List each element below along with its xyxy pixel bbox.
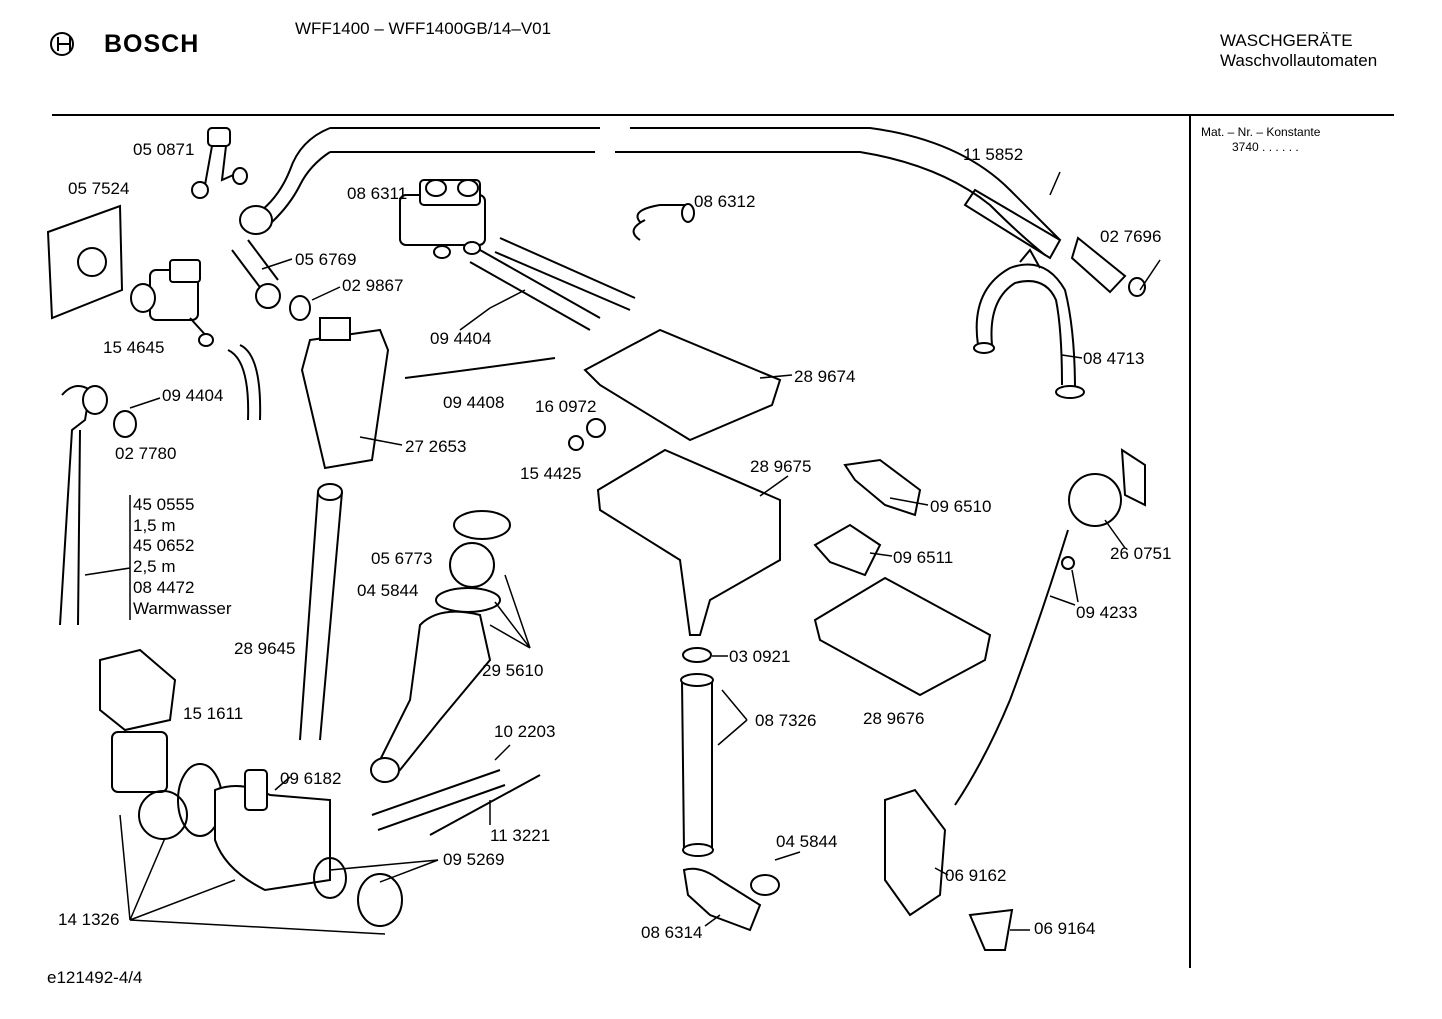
label-09-6510: 09 6510 xyxy=(930,497,992,516)
label-06-9164: 06 9164 xyxy=(1034,919,1096,938)
inlet-valve-part xyxy=(130,259,214,347)
label-09-4404-b: 09 4404 xyxy=(162,386,224,405)
hose-bend-part xyxy=(632,204,690,241)
label-06-9162: 06 9162 xyxy=(945,866,1007,885)
label-09-6182: 09 6182 xyxy=(280,769,342,788)
label-08-6311: 08 6311 xyxy=(347,184,408,203)
short-hose-part xyxy=(227,344,262,421)
hose-spec-line-6: Warmwasser xyxy=(133,599,232,618)
hose-spec-line-3: 45 0652 xyxy=(133,536,195,555)
rod-part xyxy=(429,774,541,836)
hose-spec-line-2: 1,5 m xyxy=(133,516,176,535)
label-05-6773: 05 6773 xyxy=(371,549,433,568)
drain-hose-part xyxy=(239,127,1062,260)
elbow-hose-part xyxy=(231,239,279,291)
label-10-2203: 10 2203 xyxy=(494,722,556,741)
label-09-4408: 09 4408 xyxy=(443,393,505,412)
label-28-9674: 28 9674 xyxy=(794,367,856,386)
category-title: WASCHGERÄTE xyxy=(1220,31,1353,50)
seal-ring-part xyxy=(289,295,311,321)
label-09-4404-a: 09 4404 xyxy=(430,329,492,348)
label-15-4645: 15 4645 xyxy=(103,338,165,357)
bellows-part xyxy=(370,510,511,783)
label-05-7524: 05 7524 xyxy=(68,179,130,198)
label-02-7696: 02 7696 xyxy=(1100,227,1162,246)
thin-tube-part xyxy=(404,357,556,379)
leader-lines xyxy=(84,171,1161,935)
label-04-5844-a: 04 5844 xyxy=(357,581,419,600)
label-03-0921: 03 0921 xyxy=(729,647,791,666)
hose-spec-line-1: 45 0555 xyxy=(133,495,195,514)
siphon-part xyxy=(813,523,882,577)
label-08-7326: 08 7326 xyxy=(755,711,817,730)
label-08-6312: 08 6312 xyxy=(694,192,756,211)
detergent-container-part xyxy=(299,317,390,741)
flap-part xyxy=(843,458,922,517)
small-cap-part xyxy=(586,418,606,438)
label-11-5852: 11 5852 xyxy=(963,145,1024,164)
mat-nr-value: 3740 . . . . . . xyxy=(1232,140,1299,154)
label-02-9867: 02 9867 xyxy=(342,276,404,295)
label-09-6511: 09 6511 xyxy=(893,548,954,567)
tube-part xyxy=(469,249,601,331)
label-09-5269: 09 5269 xyxy=(443,850,505,869)
bosch-logo-icon xyxy=(50,32,74,56)
label-28-9675: 28 9675 xyxy=(750,457,812,476)
label-04-5844-b: 04 5844 xyxy=(776,832,838,851)
drain-pipe-part xyxy=(680,647,780,932)
label-29-5610: 29 5610 xyxy=(482,661,544,680)
label-08-6314: 08 6314 xyxy=(641,923,703,942)
straight-hose-part xyxy=(371,769,506,831)
top-cover-part xyxy=(583,328,782,442)
hose-bracket-part xyxy=(973,248,1085,399)
label-09-4233: 09 4233 xyxy=(1076,603,1138,622)
pump-assembly-part xyxy=(99,648,403,927)
brand-name: BOSCH xyxy=(104,30,200,58)
double-valve-part xyxy=(399,179,486,259)
label-11-3221: 11 3221 xyxy=(490,826,551,845)
label-28-9645: 28 9645 xyxy=(234,639,296,658)
model-title: WFF1400 – WFF1400GB/14–V01 xyxy=(295,19,552,38)
cover-plate-part xyxy=(46,204,124,320)
label-28-9676: 28 9676 xyxy=(863,709,925,728)
label-02-7780: 02 7780 xyxy=(115,444,177,463)
label-26-0751: 26 0751 xyxy=(1110,544,1172,563)
label-15-4425: 15 4425 xyxy=(520,464,582,483)
label-05-6769: 05 6769 xyxy=(295,250,357,269)
mat-nr-label: Mat. – Nr. – Konstante xyxy=(1201,125,1321,139)
hose-spec-line-5: 08 4472 xyxy=(133,578,195,597)
label-16-0972: 16 0972 xyxy=(535,397,597,416)
pressure-switch-part xyxy=(954,448,1146,806)
hose-end-part xyxy=(1070,236,1146,297)
hose-spec-line-4: 2,5 m xyxy=(133,557,176,576)
detergent-housing-part xyxy=(596,448,781,636)
label-05-0871: 05 0871 xyxy=(133,140,195,159)
supply-hose-part xyxy=(59,385,137,626)
y-connector-part xyxy=(191,127,248,199)
label-15-1611: 15 1611 xyxy=(183,704,244,723)
doc-id: e121492-4/4 xyxy=(47,968,143,987)
label-27-2653: 27 2653 xyxy=(405,437,467,456)
detergent-drawer-part xyxy=(813,576,992,697)
label-08-4713: 08 4713 xyxy=(1083,349,1145,368)
holder-part xyxy=(884,788,1014,951)
label-14-1326: 14 1326 xyxy=(58,910,120,929)
category-subtitle: Waschvollautomaten xyxy=(1220,51,1378,70)
